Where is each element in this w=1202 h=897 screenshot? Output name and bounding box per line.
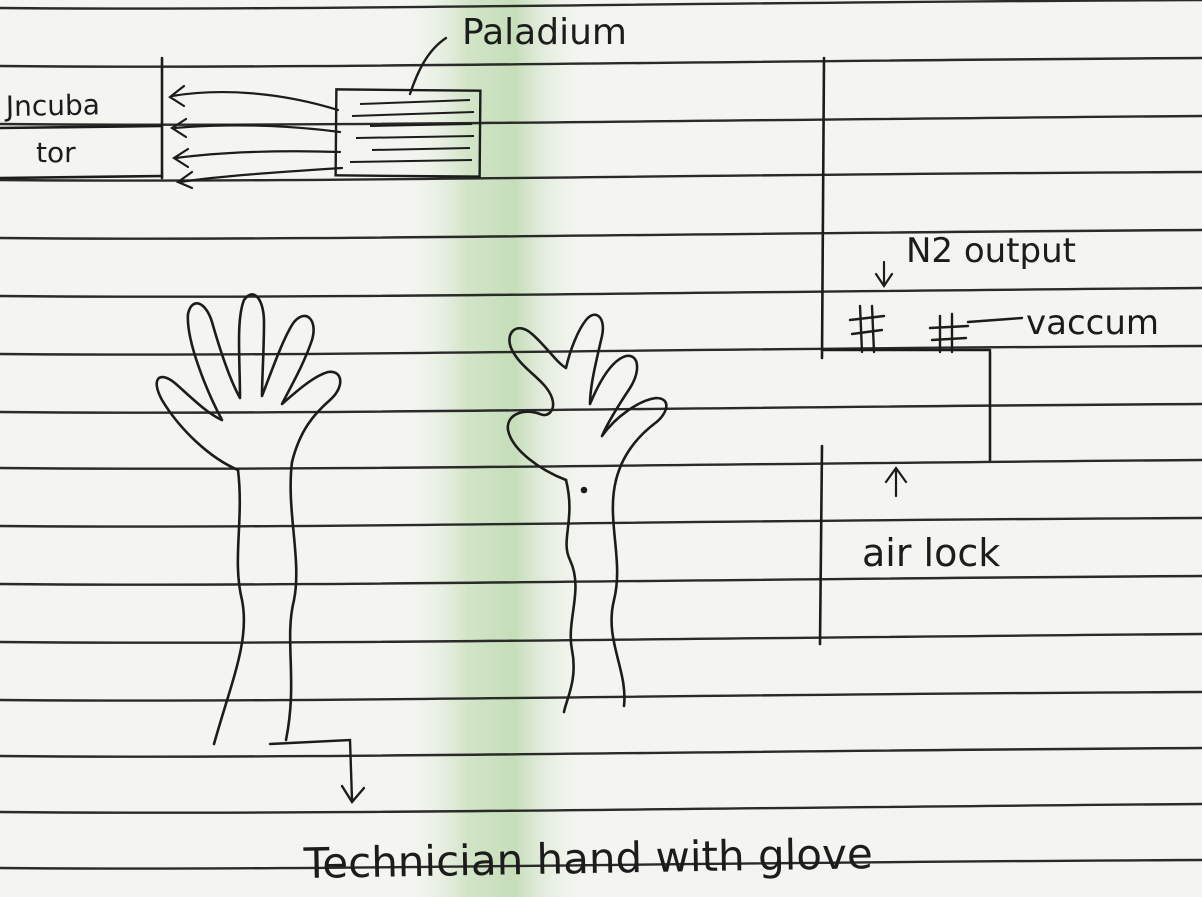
technician-hand-label: Technician hand with glove [302,829,873,888]
incubator-label-line1: Jncuba [4,88,101,123]
palladium-label: Paladium [462,12,627,53]
n2-output-label: N2 output [906,231,1076,271]
vacuum-label: vaccum [1026,303,1159,343]
air-lock-label: air lock [862,531,1000,575]
paper-fold-shadow [400,0,590,897]
incubator-label-line2: tor [36,136,76,169]
